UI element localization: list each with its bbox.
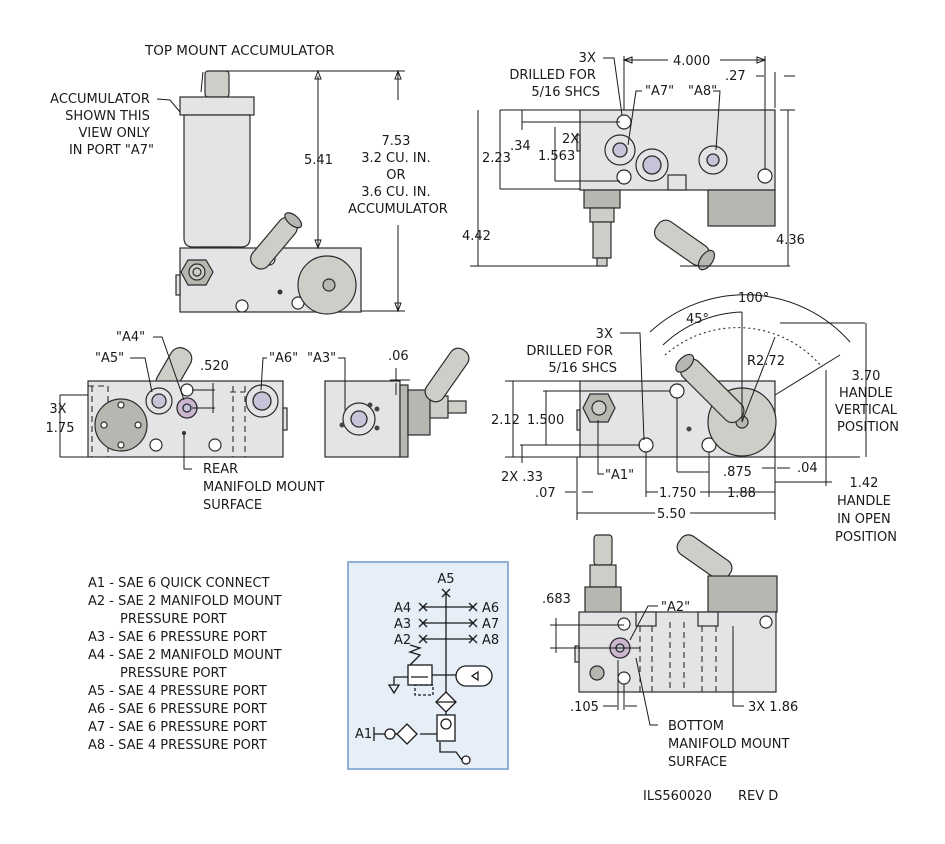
svg-text:.105: .105 [570, 700, 599, 715]
svg-text:1.563: 1.563 [538, 149, 575, 164]
legend-a1: A1 - SAE 6 QUICK CONNECT [88, 576, 270, 591]
end-view: "A3" .06 [307, 347, 470, 458]
legend-a3: A3 - SAE 6 PRESSURE PORT [88, 630, 267, 645]
svg-text:4.000: 4.000 [673, 54, 710, 69]
top-mount-accumulator-view: TOP MOUNT ACCUMULATOR 5.41 7.53 3.2 CU. … [50, 43, 448, 315]
svg-text:.520: .520 [200, 359, 229, 374]
arc-100-deg [649, 294, 851, 343]
view-title: TOP MOUNT ACCUMULATOR [144, 43, 335, 59]
accumulator-cylinder [183, 114, 251, 248]
svg-text:4.36: 4.36 [776, 233, 805, 248]
bottom-mount-note: BOTTOM MANIFOLD MOUNT SURFACE [668, 719, 794, 770]
svg-text:3X 1.86: 3X 1.86 [748, 700, 798, 715]
sch-label-a5: A5 [437, 572, 454, 587]
revision: REV D [738, 789, 778, 804]
radius-label: R2.72 [747, 354, 785, 369]
svg-text:.04: .04 [797, 461, 818, 476]
sch-label-a3: A3 [394, 617, 411, 632]
sch-label-a6: A6 [482, 601, 499, 616]
svg-text:2.12: 2.12 [491, 413, 520, 428]
sch-label-a8: A8 [482, 633, 499, 648]
port-legend: A1 - SAE 6 QUICK CONNECT A2 - SAE 2 MANI… [88, 576, 282, 753]
label-a5: "A5" [95, 351, 124, 366]
label-a6: "A6" [269, 351, 298, 366]
sch-label-a1: A1 [355, 727, 372, 742]
dim-5-41-label: 5.41 [304, 153, 333, 168]
port-a3 [350, 410, 368, 428]
svg-text:2X: 2X [562, 132, 579, 147]
dim-5-41 [225, 69, 405, 250]
svg-text:2X .33: 2X .33 [501, 470, 543, 485]
svg-text:4.42: 4.42 [462, 229, 491, 244]
angle-100: 100° [738, 291, 769, 306]
label-a2: "A2" [661, 600, 690, 615]
svg-text:.27: .27 [725, 69, 746, 84]
legend-a5: A5 - SAE 4 PRESSURE PORT [88, 684, 267, 699]
part-number: ILS560020 [643, 789, 712, 804]
sch-label-a7: A7 [482, 617, 499, 632]
handle-open-note: 1.42 HANDLE IN OPEN POSITION [835, 476, 897, 545]
handle [250, 212, 303, 270]
dim-7-53-label: 7.53 3.2 CU. IN. OR 3.6 CU. IN. ACCUMULA… [348, 134, 448, 217]
svg-text:5.50: 5.50 [657, 507, 686, 522]
accumulator-symbol [455, 665, 493, 687]
label-a3: "A3" [307, 351, 336, 366]
dim-4-000 [622, 56, 767, 170]
front-holes-note: 3X DRILLED FOR 5/16 SHCS [526, 327, 617, 376]
svg-text:.06: .06 [388, 349, 409, 364]
manifold-body [578, 611, 777, 693]
hydraulic-schematic: A5 A4 A3 A2 A6 A7 A8 A1 [347, 561, 509, 770]
legend-a7: A7 - SAE 6 PRESSURE PORT [88, 720, 267, 735]
dim-7-53 [361, 69, 405, 313]
label-a7: "A7" [645, 84, 674, 99]
handle-vertical-note: 3.70 HANDLE VERTICAL POSITION [835, 369, 901, 435]
legend-a8: A8 - SAE 4 PRESSURE PORT [88, 738, 267, 753]
front-view: 100° 45° R2.72 3X DRILLED FOR 5/16 SHCS … [491, 291, 901, 545]
svg-text:1.500: 1.500 [527, 413, 564, 428]
port-a6 [252, 391, 272, 411]
svg-text:2.23: 2.23 [482, 151, 511, 166]
accumulator-cap [179, 96, 255, 116]
accumulator-note: ACCUMULATOR SHOWN THIS VIEW ONLY IN PORT… [50, 92, 154, 158]
port-a8 [706, 153, 720, 167]
bottom-view: .683 "A2" .105 3X 1.86 BOTTOM MANIFOLD M… [542, 534, 798, 804]
svg-text:3X 1.75: 3X 1.75 [46, 402, 75, 436]
svg-text:.07: .07 [535, 486, 556, 501]
accumulator-port-plate [94, 398, 148, 452]
angle-45: 45° [686, 312, 709, 327]
svg-text:.875: .875 [723, 465, 752, 480]
label-a4: "A4" [116, 330, 145, 345]
svg-text:1.750: 1.750 [659, 486, 696, 501]
svg-text:1.88: 1.88 [727, 486, 756, 501]
svg-text:.683: .683 [542, 592, 571, 607]
holes-note: 3X DRILLED FOR 5/16 SHCS [509, 51, 600, 100]
relief-valve [407, 664, 433, 686]
check-valve-symbol [384, 728, 396, 740]
sch-label-a4: A4 [394, 601, 411, 616]
label-a1: "A1" [605, 468, 634, 483]
port-a7 [612, 142, 628, 158]
side-view-top-right: 3X DRILLED FOR 5/16 SHCS 4.000 .27 "A7" … [462, 51, 805, 271]
accumulator-fitting [204, 70, 230, 98]
rear-mount-note: REAR MANIFOLD MOUNT SURFACE [203, 462, 329, 513]
label-a8: "A8" [688, 84, 717, 99]
sch-label-a2: A2 [394, 633, 411, 648]
rear-view: "A5" "A4" "A6" .520 3X 1.75 REAR MANIFOL… [46, 330, 329, 513]
port-a5 [151, 393, 167, 409]
svg-text:.34: .34 [510, 139, 531, 154]
legend-a6: A6 - SAE 6 PRESSURE PORT [88, 702, 267, 717]
